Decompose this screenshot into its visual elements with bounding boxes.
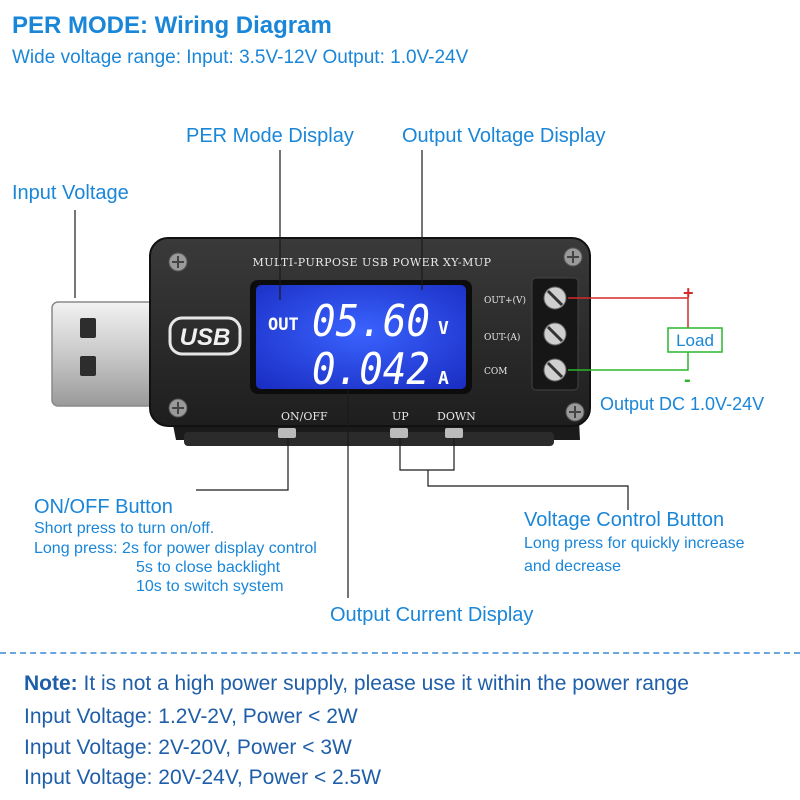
load-wiring: Load + - — [568, 283, 723, 391]
per-mode-display-callout: PER Mode Display — [186, 125, 354, 147]
terminal-label-com: COM — [484, 367, 507, 377]
voltage-control-desc-line: Long press for quickly increase — [524, 535, 745, 552]
up-silk-label: UP — [392, 410, 409, 423]
down-silk-label: DOWN — [437, 410, 476, 423]
usb-plug — [51, 301, 163, 407]
callout-leader-lines — [74, 150, 629, 598]
onoff-button[interactable] — [278, 428, 296, 438]
load-label: Load — [676, 331, 714, 350]
plus-sign: + — [683, 283, 694, 303]
usb-logo: USB — [168, 316, 242, 356]
section-divider — [0, 652, 800, 654]
note-line: Input Voltage: 1.2V-2V, Power < 2W — [24, 705, 358, 728]
onoff-desc-line: 5s to close backlight — [136, 559, 281, 576]
terminal-label-outv: OUT+(V) — [484, 295, 526, 306]
load-box — [667, 327, 723, 353]
minus-sign: - — [684, 369, 691, 391]
board-edge — [184, 432, 554, 446]
note-line: Input Voltage: 2V-20V, Power < 3W — [24, 736, 352, 759]
terminal-label-outa: OUT-(A) — [484, 332, 520, 343]
note-heading: Note: It is not a high power supply, ple… — [24, 673, 689, 694]
output-current-display-callout: Output Current Display — [330, 604, 534, 626]
input-voltage-callout: Input Voltage — [12, 182, 129, 204]
voltage-control-callout-title: Voltage Control Button — [524, 509, 725, 531]
onoff-desc-line: Long press: 2s for power display control — [34, 540, 317, 557]
page-subtitle: Wide voltage range: Input: 3.5V-12V Outp… — [12, 47, 469, 68]
lcd-voltage-value: 05.60 — [312, 296, 430, 347]
lcd-out-label: OUT — [268, 315, 299, 335]
lcd-voltage-unit: V — [438, 318, 449, 339]
onoff-desc-line: 10s to switch system — [136, 578, 284, 595]
down-button[interactable] — [445, 428, 463, 438]
page-title: PER MODE: Wiring Diagram — [12, 12, 332, 39]
note-key: Note: — [24, 672, 78, 695]
voltage-control-desc-line: and decrease — [524, 558, 621, 575]
lcd-current-value: 0.042 — [312, 344, 430, 395]
output-dc-callout: Output DC 1.0V-24V — [600, 394, 765, 414]
terminal-block — [531, 277, 579, 391]
board-title: MULTI-PURPOSE USB POWER XY-MUP — [252, 256, 491, 269]
up-button[interactable] — [390, 428, 408, 438]
onoff-callout-title: ON/OFF Button — [34, 496, 173, 518]
lcd-display — [256, 285, 466, 389]
onoff-silk-label: ON/OFF — [281, 410, 328, 423]
output-voltage-display-callout: Output Voltage Display — [402, 125, 606, 147]
note-line: Input Voltage: 20V-24V, Power < 2.5W — [24, 766, 382, 789]
usb-logo-text: USB — [180, 324, 231, 351]
screw-icons — [168, 247, 585, 422]
wiring-diagram: MULTI-PURPOSE USB POWER XY-MUP USB OUT 0… — [51, 150, 723, 598]
onoff-desc-line: Short press to turn on/off. — [34, 520, 215, 537]
lcd-current-unit: A — [438, 368, 449, 389]
note-text: It is not a high power supply, please us… — [77, 672, 689, 695]
